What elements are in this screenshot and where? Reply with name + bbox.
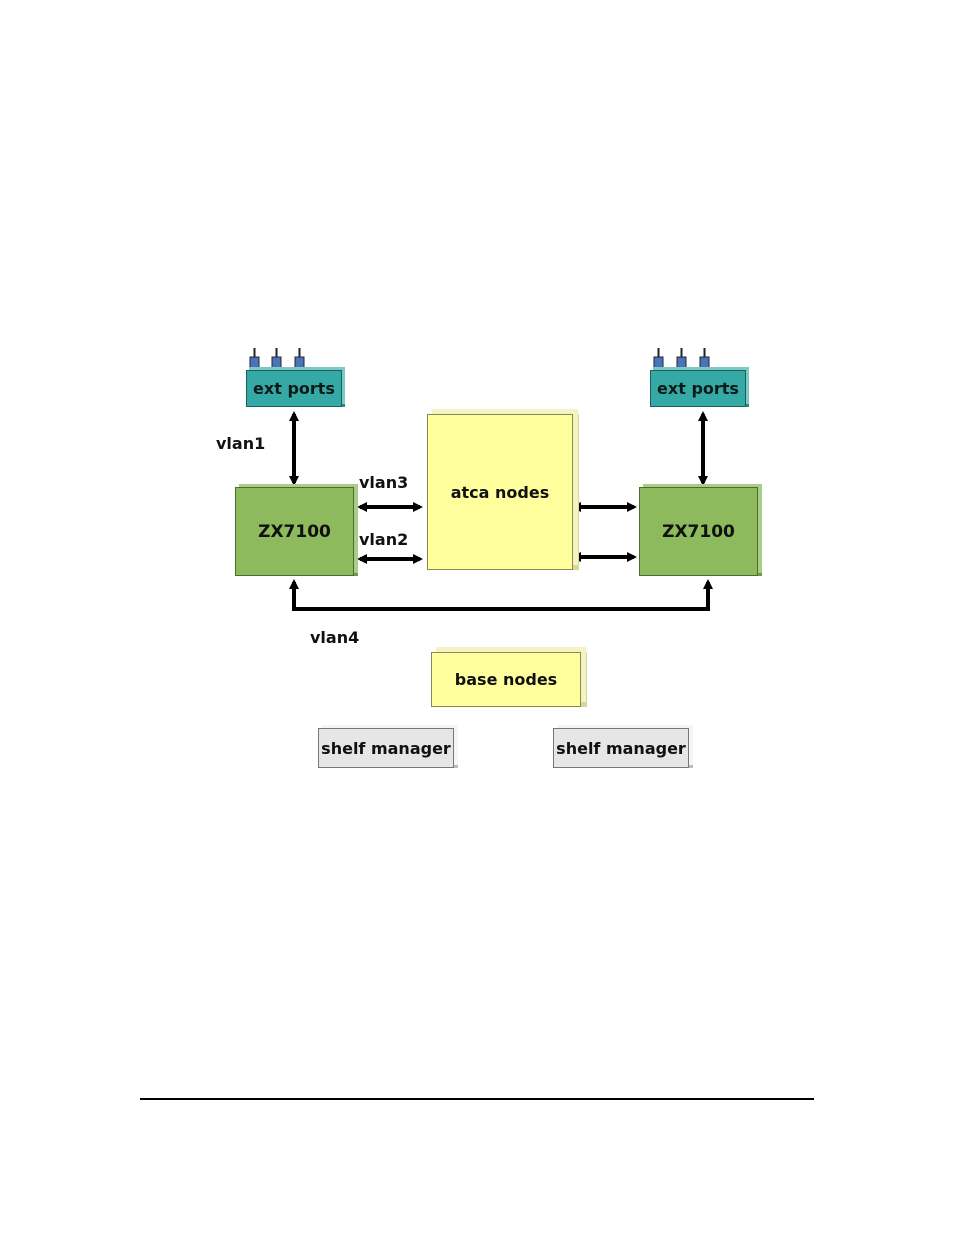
ext-ports-left-label: ext ports — [253, 379, 335, 398]
vlan4-label: vlan4 — [310, 628, 359, 647]
shelf-manager-right-label: shelf manager — [556, 739, 686, 758]
footer-rule — [140, 1098, 814, 1100]
atca-nodes-box: atca nodes — [427, 414, 573, 570]
shelf-manager-left-label: shelf manager — [321, 739, 451, 758]
ext-ports-right: ext ports — [650, 370, 746, 407]
switch-right-label: ZX7100 — [662, 522, 735, 542]
ext-ports-left: ext ports — [246, 370, 342, 407]
base-nodes-label: base nodes — [455, 670, 557, 689]
vlan3-label: vlan3 — [359, 473, 408, 492]
ext-ports-right-label: ext ports — [657, 379, 739, 398]
vlan1-label: vlan1 — [216, 434, 265, 453]
shelf-manager-right: shelf manager — [553, 728, 689, 768]
shelf-manager-left: shelf manager — [318, 728, 454, 768]
switch-left: ZX7100 — [235, 487, 354, 576]
switch-right: ZX7100 — [639, 487, 758, 576]
vlan4-arrow — [294, 582, 708, 609]
switch-left-label: ZX7100 — [258, 522, 331, 542]
atca-nodes-label: atca nodes — [451, 483, 550, 502]
vlan2-label: vlan2 — [359, 530, 408, 549]
base-nodes-box: base nodes — [431, 652, 581, 707]
